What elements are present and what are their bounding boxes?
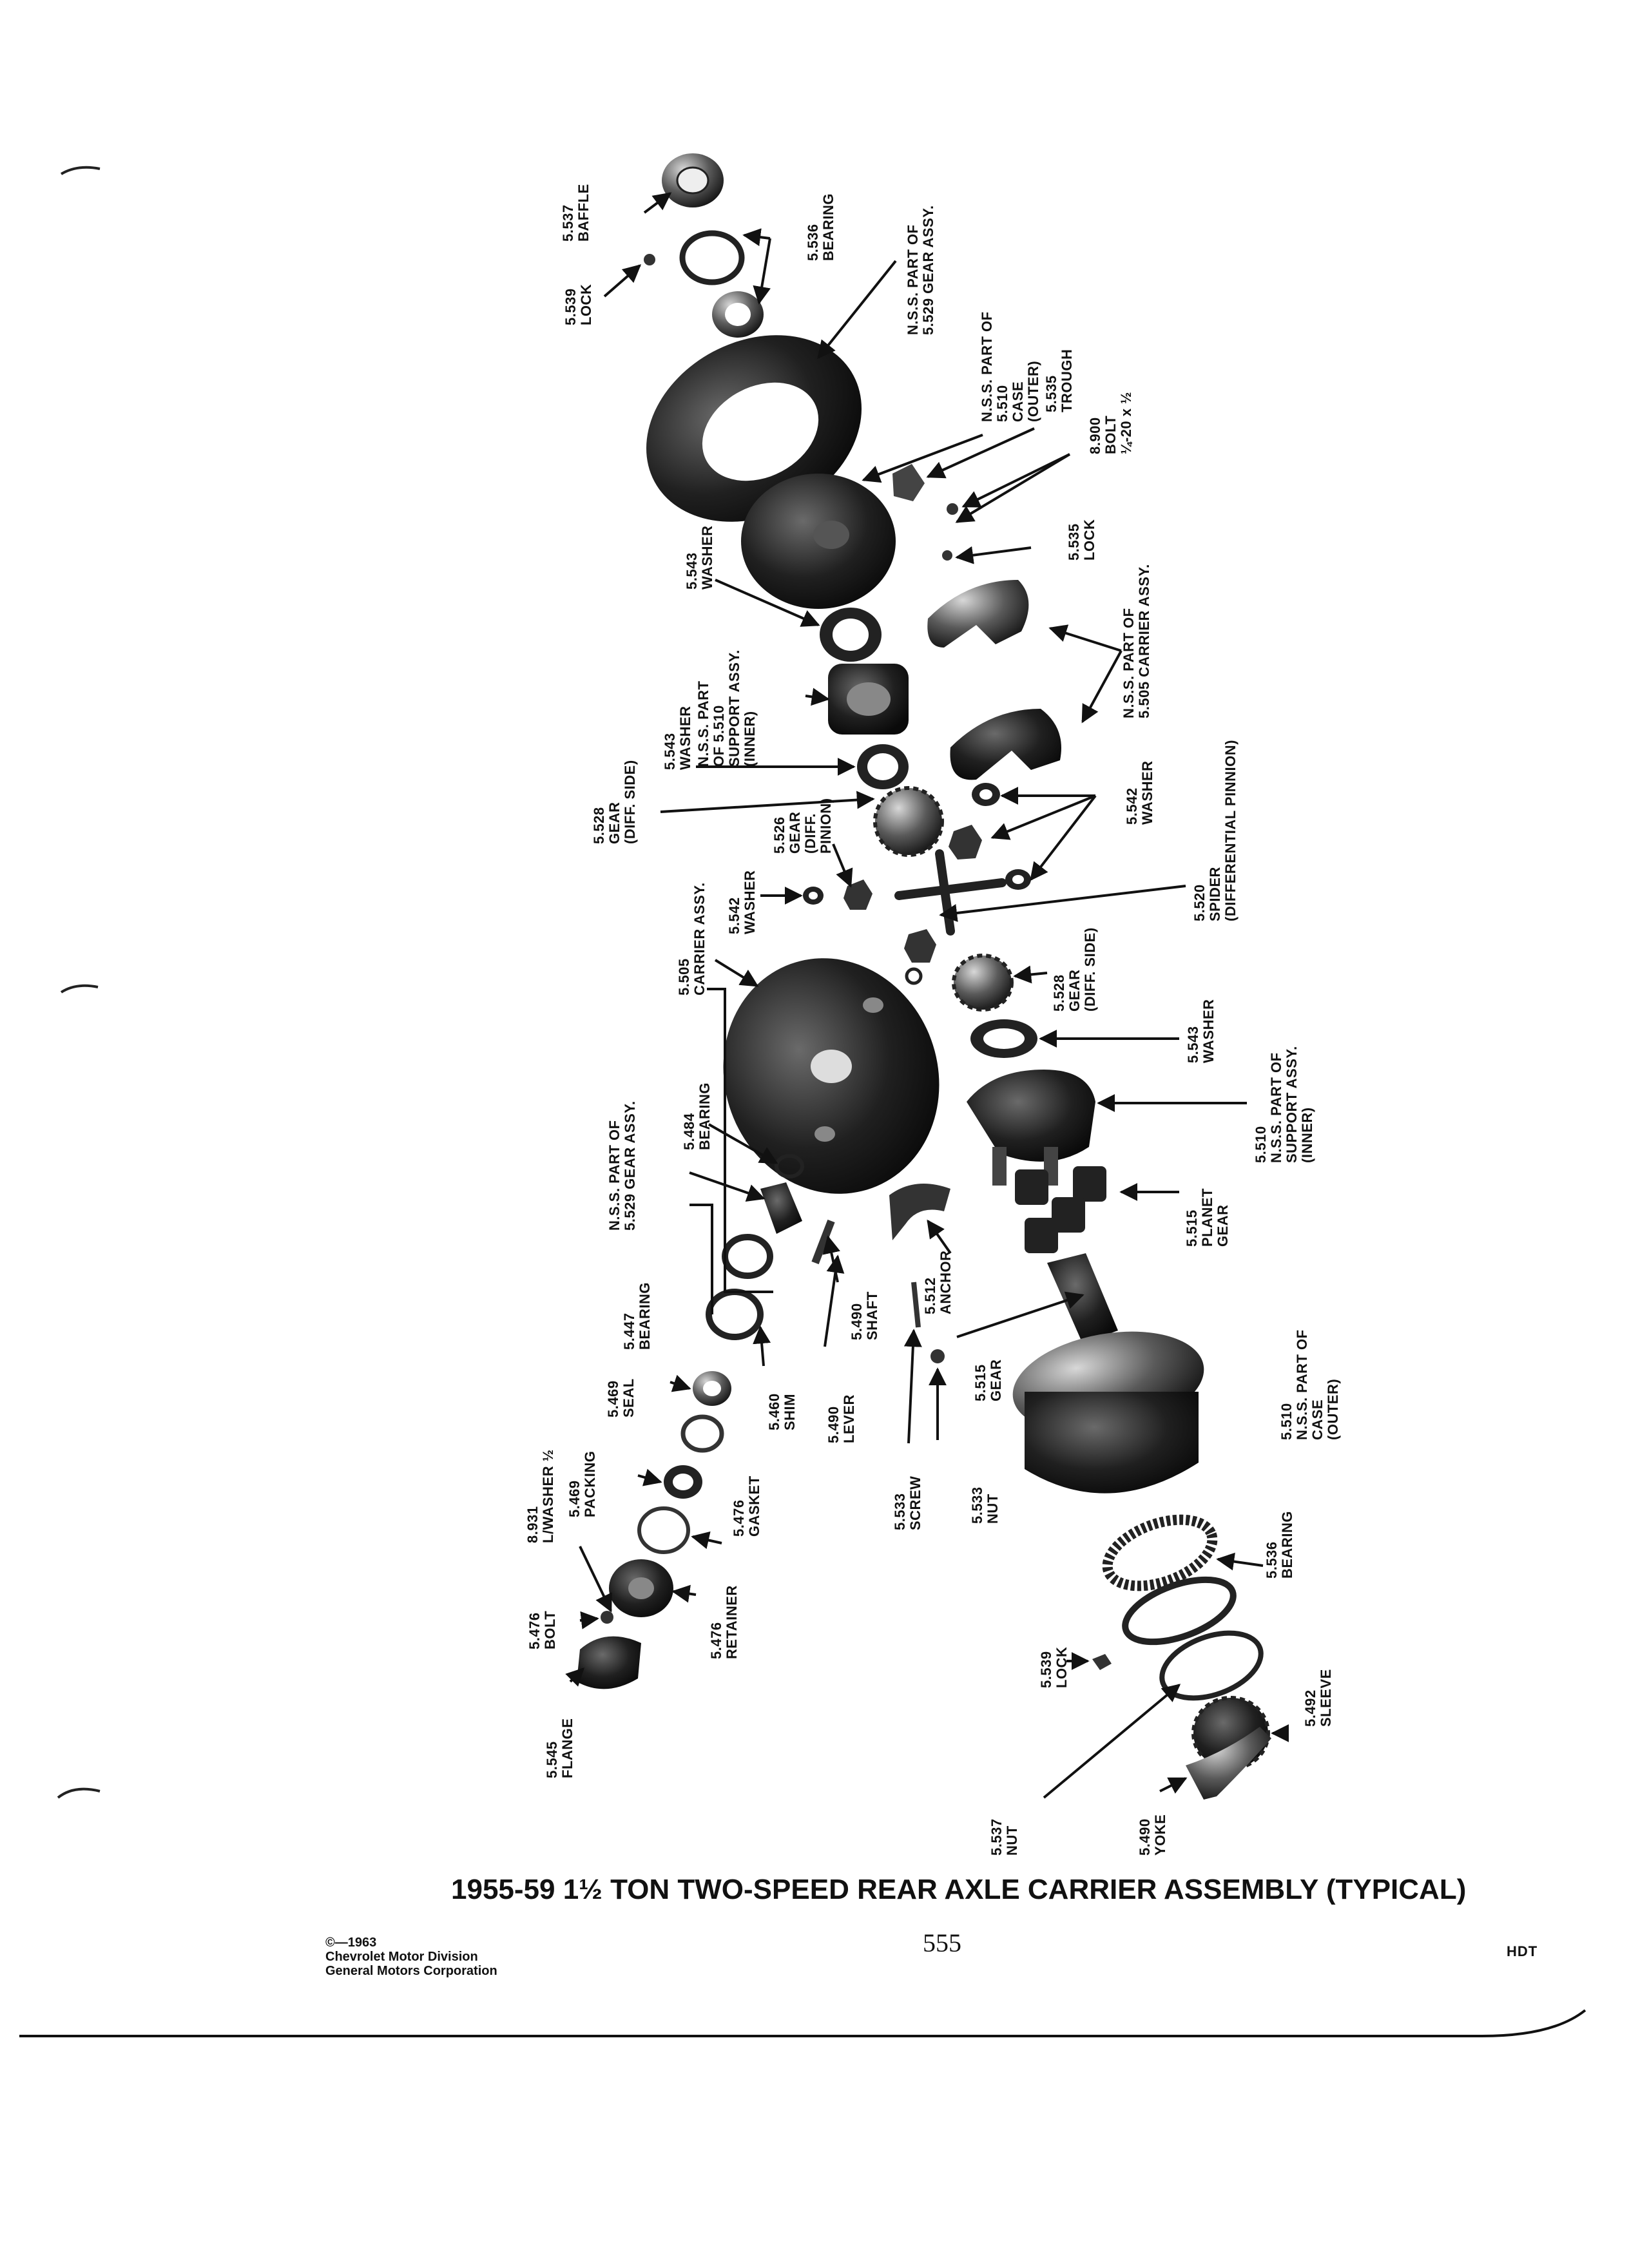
page-number: 555 [923,1928,961,1957]
part-pinion-gear-left [843,879,872,910]
part-lock-5535 [942,550,952,561]
part-pinion-gear [949,825,982,860]
part-washer-small-b [1005,869,1031,890]
hdt-code: HDT [1507,1943,1538,1959]
part-bolt-5476 [601,1611,613,1624]
part-spider [894,849,1007,936]
part-washer-mid [857,744,909,789]
figure-caption: 1955-59 1½ TON TWO-SPEED REAR AXLE CARRI… [451,1874,1467,1905]
part-diff-side-gear-bottom [952,954,1014,1012]
part-carrier-half-top [927,580,1029,648]
part-lock-5539-bottom [1092,1654,1112,1670]
part-screw-5533 [911,1282,921,1328]
part-support-inner-bottom [967,1070,1095,1186]
part-nut-5537 [1159,1630,1264,1701]
part-case-outer-top [741,474,896,609]
part-carrier-assy [723,958,940,1194]
part-baffle [662,153,724,207]
part-washer-tiny [905,967,923,985]
part-washer-bottom [970,1019,1037,1058]
bottom-rule [19,2009,1586,2037]
copyright-notice: ©—1963 Chevrolet Motor Division General … [325,1936,497,1978]
part-washer-top [820,608,882,662]
part-case-outer [1012,1331,1204,1494]
part-washer-left [803,887,824,905]
part-flange-5545 [577,1636,641,1689]
part-retainer-5476 [609,1559,673,1617]
part-planet-gears [1015,1166,1106,1253]
part-bearing-5536-bottom [1102,1514,1237,1646]
part-gear-5515 [1047,1253,1118,1343]
part-carrier-half-bottom [950,709,1061,780]
part-bolt-8900 [947,503,958,515]
part-diff-side-gear-top [873,786,944,857]
part-pinion-shaft [760,1182,802,1234]
part-trough [892,464,925,501]
part-lock-top [644,254,655,265]
part-bearing-top [679,230,764,338]
part-gasket-5476 [637,1506,690,1554]
part-washer-small-a [972,783,1000,806]
part-pinion-gear-lower [904,929,936,963]
part-shim-5460 [680,1414,724,1453]
part-nut-5533 [930,1349,945,1363]
part-bearing-5447 [706,1234,773,1340]
part-seal-5469 [693,1371,731,1406]
part-bearing-5484 [775,1154,804,1178]
margin-marks [57,166,101,1799]
part-yoke-5490 [1186,1727,1271,1800]
part-anchor [889,1184,950,1240]
part-packing-5469 [664,1465,702,1499]
leader-lines [565,192,1289,1799]
part-support-inner-top [828,664,909,735]
